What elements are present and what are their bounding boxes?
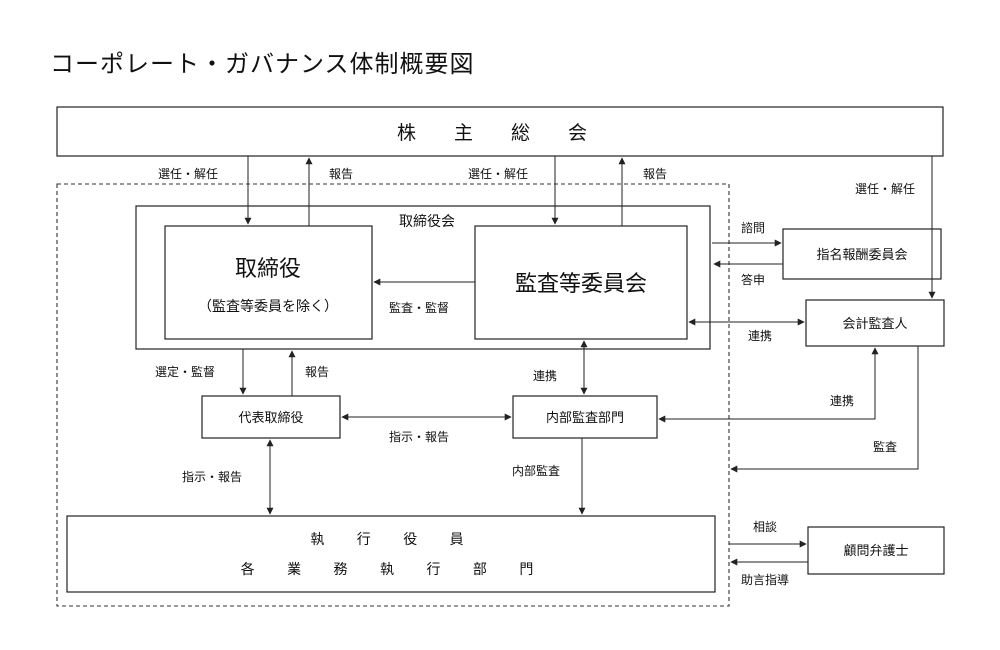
edge-label-select-supervise: 選定・監督 <box>155 364 215 379</box>
nomination-committee-box <box>782 228 942 280</box>
arrow-audit-company <box>730 346 919 473</box>
legal-advisor-box <box>807 526 945 575</box>
directors-note: （監査等委員を除く） <box>198 298 338 315</box>
accounting-auditor-label: 会計監査人 <box>842 316 907 332</box>
business-departments-label: 各 業 務 執 行 部 門 <box>241 562 548 578</box>
shareholders-meeting-label: 株 主 総 会 <box>397 122 603 144</box>
accounting-auditor-box <box>805 299 945 347</box>
nomination-committee-label: 指名報酬委員会 <box>816 247 907 263</box>
directors-box <box>164 225 373 340</box>
representative-director-box <box>201 395 341 439</box>
edge-label-elect-directors: 選任・解任 <box>158 167 218 181</box>
edge-label-answer: 答申 <box>741 272 765 287</box>
edge-label-elect-audit: 選任・解任 <box>468 167 528 181</box>
edge-label-advice: 助言指導 <box>741 572 789 587</box>
edge-label-consult: 相談 <box>753 519 777 534</box>
edge-label-cooperate-internal: 連携 <box>533 368 557 383</box>
edge-label-audit-supervise: 監査・監督 <box>389 300 449 315</box>
edge-label-instruct-officers: 指示・報告 <box>182 469 242 484</box>
edge-label-report-directors: 報告 <box>329 167 353 181</box>
audit-committee-label: 監査等委員会 <box>515 272 647 297</box>
shareholders-meeting-box <box>56 106 944 157</box>
edge-label-internal-audit: 内部監査 <box>512 463 560 478</box>
edge-label-report-representative: 報告 <box>305 365 329 379</box>
arrow-cooperate-internal-accounting <box>658 347 879 423</box>
audit-committee-box <box>474 225 688 340</box>
internal-audit-label: 内部監査部門 <box>546 410 624 426</box>
edge-label-inquiry: 諮問 <box>741 221 765 235</box>
edge-label-audit-company: 監査 <box>873 439 897 454</box>
executive-officers-box <box>66 515 716 593</box>
edge-label-elect-accounting: 選任・解任 <box>855 182 915 196</box>
representative-director-label: 代表取締役 <box>238 410 303 426</box>
edge-label-instruct-internal: 指示・報告 <box>389 429 449 444</box>
edge-label-report-audit: 報告 <box>643 167 667 181</box>
internal-audit-box <box>512 395 658 439</box>
directors-label: 取締役 <box>235 257 301 282</box>
page-title: コーポレート・ガバナンス体制概要図 <box>50 50 475 78</box>
edge-label-cooperate-internal-accounting: 連携 <box>830 393 854 408</box>
edge-label-cooperate-accounting: 連携 <box>748 328 772 343</box>
legal-advisor-label: 顧問弁護士 <box>843 543 908 559</box>
executive-officers-label: 執 行 役 員 <box>310 532 477 548</box>
board-of-directors-label: 取締役会 <box>399 213 455 230</box>
